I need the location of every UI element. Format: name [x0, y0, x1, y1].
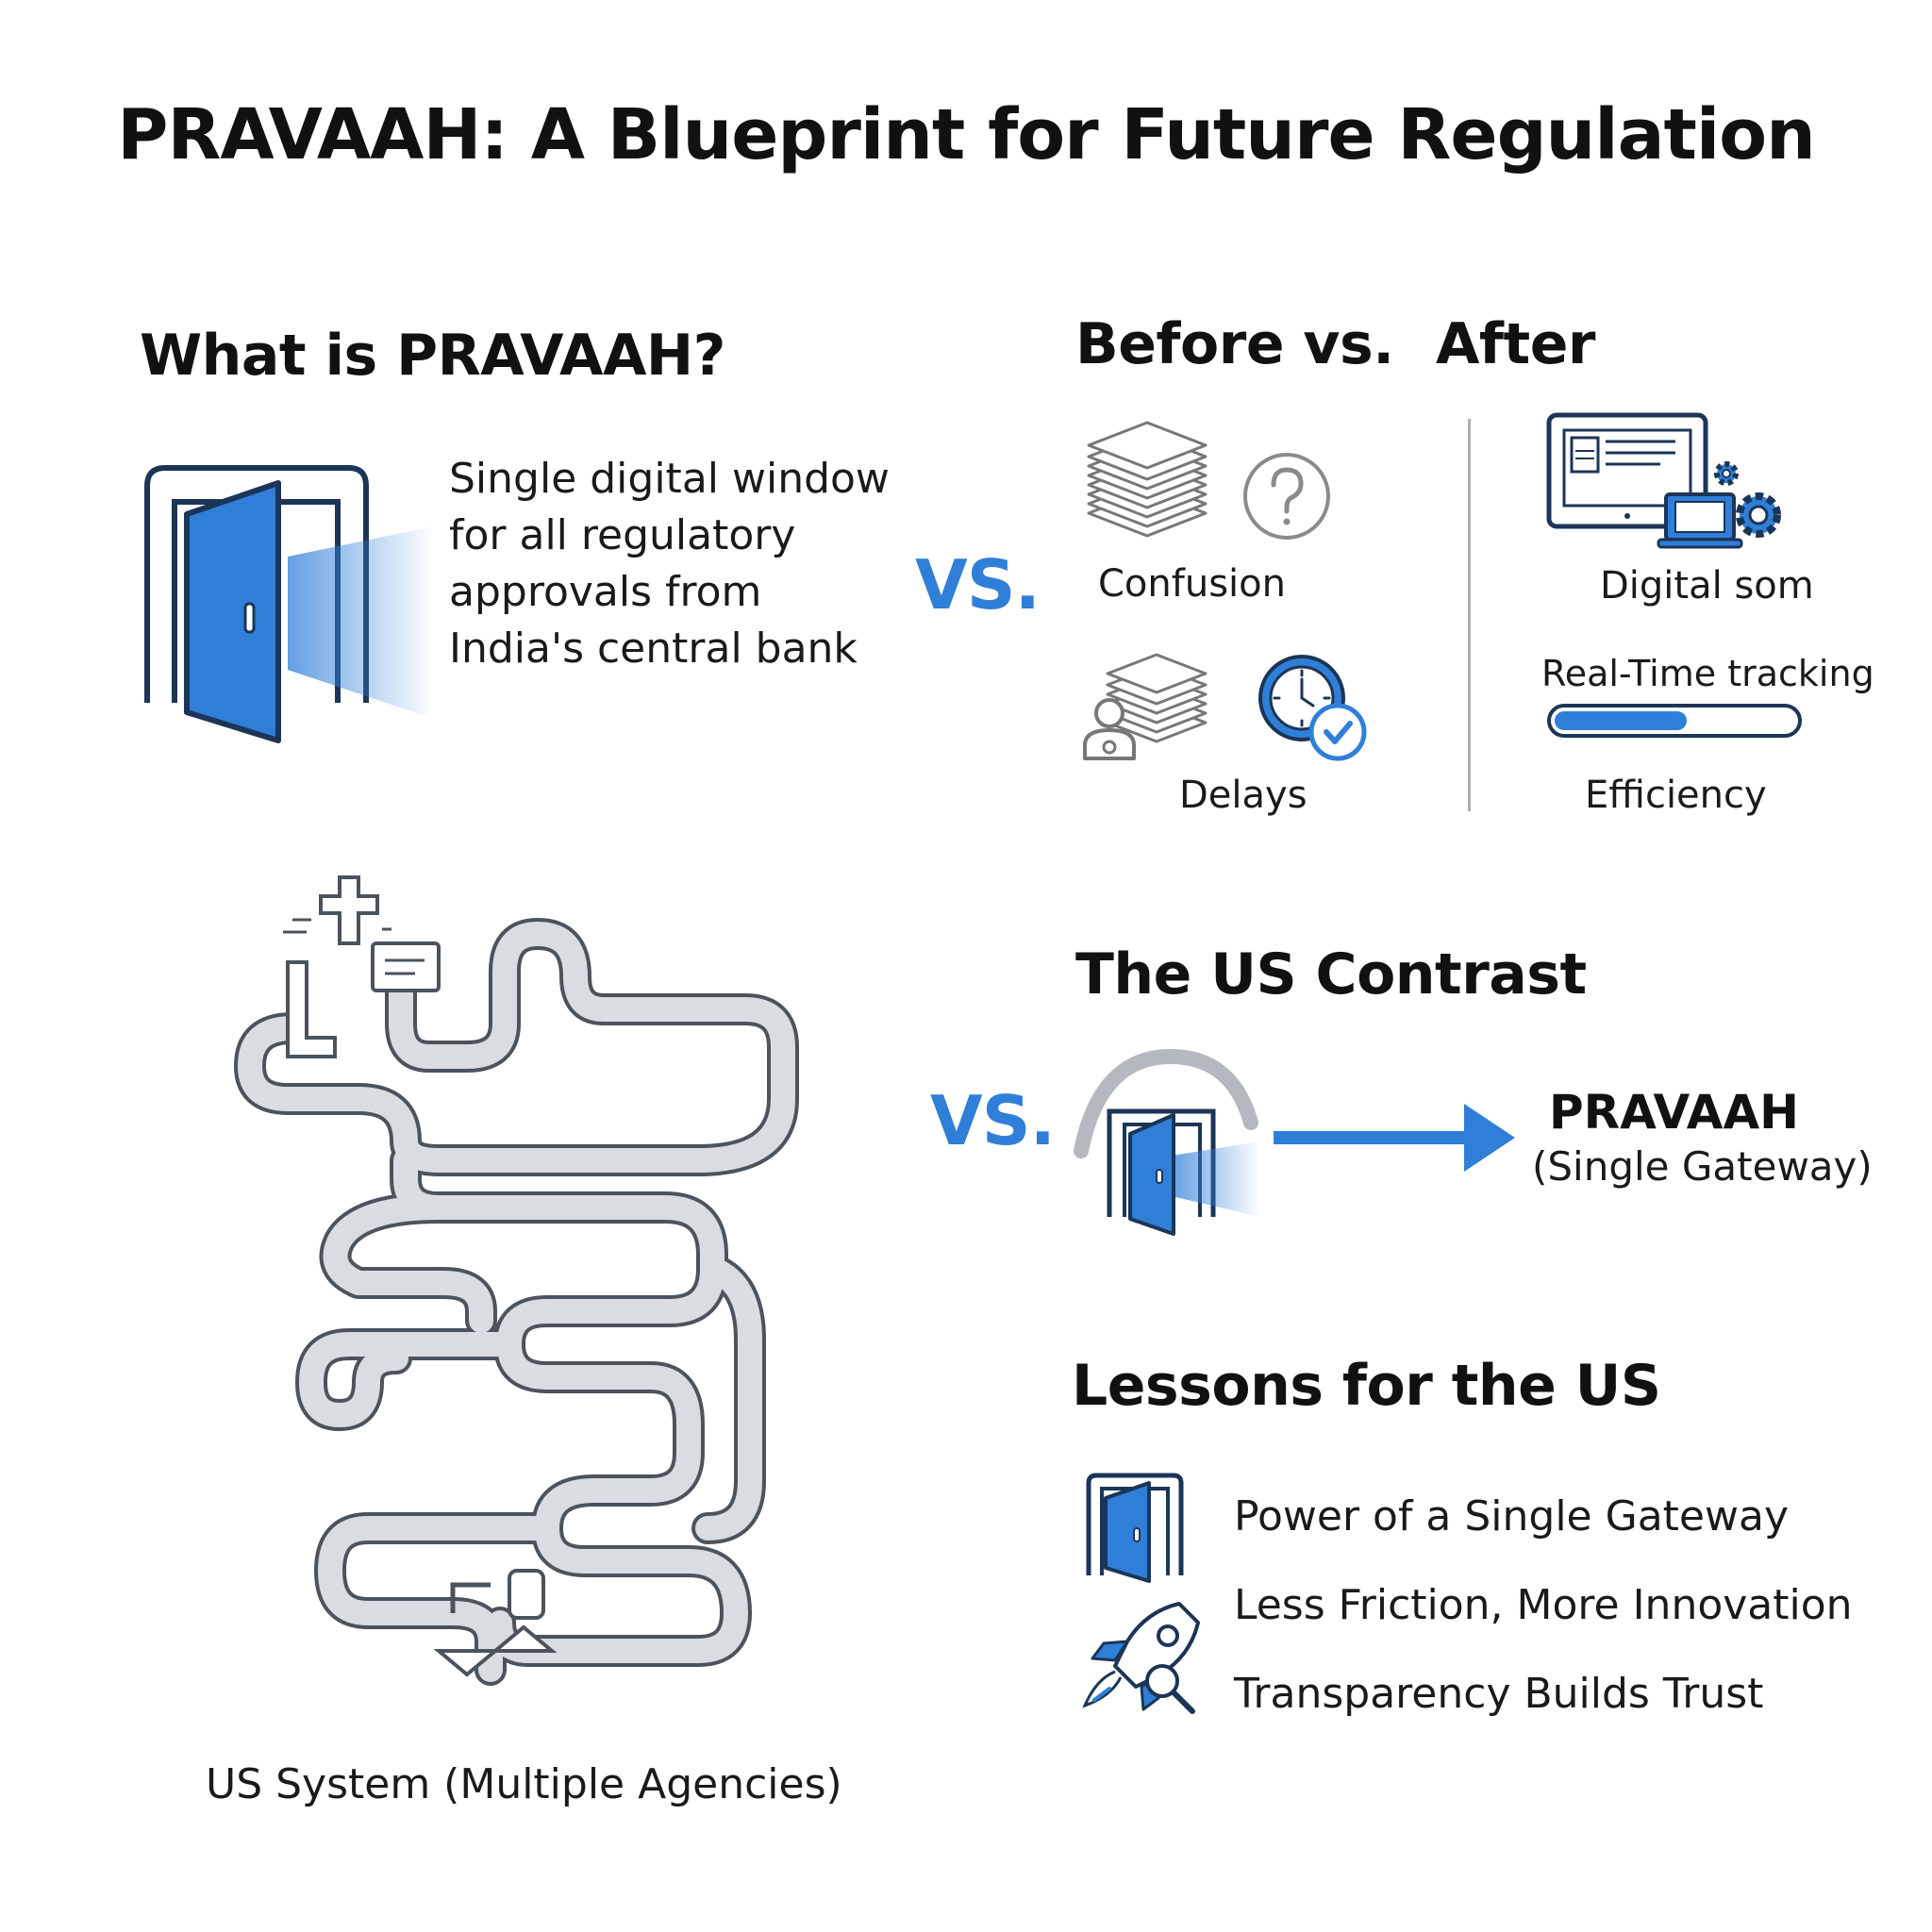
description-line: India's central bank	[449, 625, 858, 673]
after-item-tracking: Real-Time tracking	[1541, 653, 1874, 694]
magnifier-icon	[1145, 1664, 1195, 1714]
lesson-item: Transparency Builds Trust	[1234, 1670, 1764, 1718]
after-item-digital: Digital som	[1600, 564, 1814, 608]
what-is-description: Single digital window for all regulatory…	[449, 451, 890, 677]
before-item-confusion: Confusion	[1098, 562, 1286, 606]
tracking-progress-fill	[1555, 711, 1687, 730]
what-is-heading: What is PRAVAAH?	[140, 323, 725, 389]
person-papers-icon	[1083, 653, 1208, 760]
open-door-icon	[144, 465, 434, 743]
paper-stack-icon	[1087, 421, 1208, 538]
contrast-arrow-icon	[1274, 1104, 1515, 1172]
after-heading: After	[1436, 311, 1596, 377]
page-title: PRAVAAH: A Blueprint for Future Regulati…	[117, 94, 1816, 175]
contrast-vs-label: VS.	[930, 1081, 1056, 1160]
computer-gears-icon	[1546, 412, 1781, 549]
us-contrast-heading: The US Contrast	[1075, 941, 1587, 1008]
before-item-delays: Delays	[1179, 774, 1307, 817]
question-icon	[1243, 453, 1330, 540]
tracking-progress-bar	[1547, 704, 1802, 738]
description-line: for all regulatory	[449, 511, 796, 559]
lesson-item: Power of a Single Gateway	[1234, 1492, 1789, 1541]
us-system-caption: US System (Multiple Agencies)	[206, 1760, 842, 1808]
vs-label: VS.	[915, 545, 1041, 625]
description-line: Single digital window	[449, 455, 890, 503]
rocket-icon	[1082, 1602, 1200, 1711]
before-heading: Before vs.	[1075, 311, 1394, 377]
before-after-divider	[1468, 419, 1471, 811]
gateway-door-icon	[1074, 1048, 1260, 1236]
lessons-heading: Lessons for the US	[1072, 1353, 1661, 1419]
contrast-target-sub: (Single Gateway)	[1532, 1143, 1873, 1190]
after-item-efficiency: Efficiency	[1585, 774, 1767, 817]
lesson-item: Less Friction, More Innovation	[1234, 1581, 1853, 1629]
door-icon	[1086, 1473, 1184, 1583]
us-system-maze-diagram	[234, 875, 799, 1686]
contrast-target-name: PRAVAAH	[1549, 1085, 1799, 1140]
clock-check-icon	[1258, 655, 1367, 761]
description-line: approvals from	[449, 568, 762, 616]
agency-cross-icon	[319, 875, 379, 945]
